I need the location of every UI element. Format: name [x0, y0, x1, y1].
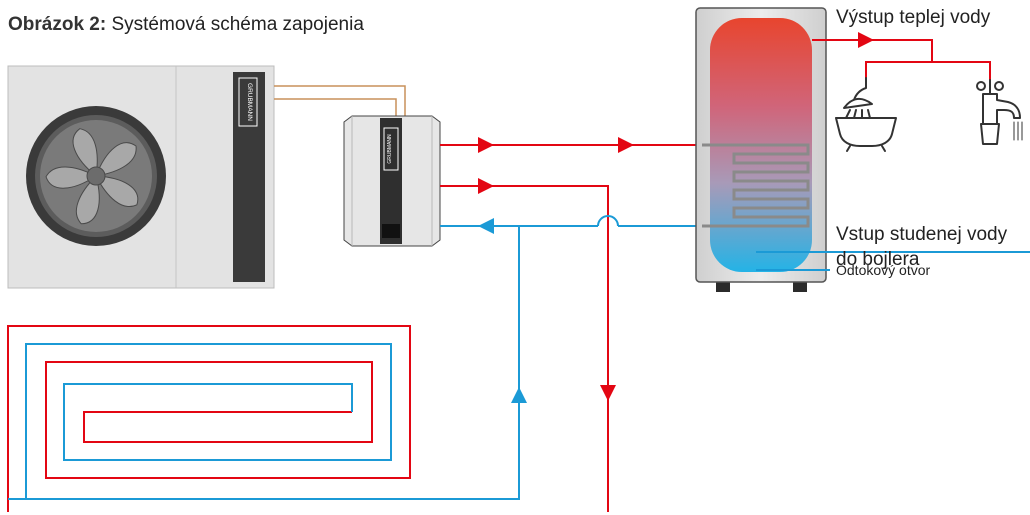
hot-supply-pipe-floor	[440, 178, 616, 512]
flow-arrow-up	[511, 387, 527, 403]
connection-cables	[274, 85, 406, 116]
figure-title: Obrázok 2: Systémová schéma zapojenia	[8, 14, 364, 36]
flow-arrow-right	[478, 178, 494, 194]
flow-arrow-right	[858, 32, 874, 48]
outdoor-unit-brand-logo: GRUBMANN	[246, 83, 253, 121]
outdoor-heat-pump-unit: GRUBMANN	[7, 65, 275, 289]
label-hot-water-out: Výstup teplej vody	[836, 7, 991, 28]
floor-heating-loops	[7, 325, 411, 512]
flow-arrow-left	[478, 218, 494, 234]
figure-caption-text: Systémová schéma zapojenia	[106, 14, 364, 35]
flow-arrow-right	[478, 137, 494, 153]
label-cold-water-in-line2: do bojlera	[836, 249, 920, 270]
hot-water-tank	[695, 7, 1030, 292]
label-drain: Odtokový otvor	[836, 262, 931, 278]
indoor-unit-brand-logo: GRUBMANN	[387, 134, 393, 164]
figure-caption-label: Obrázok 2:	[8, 14, 107, 35]
hot-water-outlet-pipe	[812, 32, 991, 80]
faucet-icon	[976, 79, 1023, 145]
label-cold-water-in: Vstup studenej vody do bojlera	[836, 222, 1007, 272]
flow-arrow-right	[618, 137, 634, 153]
bathtub-shower-icon	[835, 77, 897, 152]
indoor-hydro-unit: GRUBMANN	[343, 115, 441, 247]
heat-exchanger-coil	[702, 143, 810, 228]
label-cold-water-in-line1: Vstup studenej vody	[836, 224, 1008, 245]
flow-arrow-down	[600, 385, 616, 401]
fan-icon	[26, 106, 166, 246]
